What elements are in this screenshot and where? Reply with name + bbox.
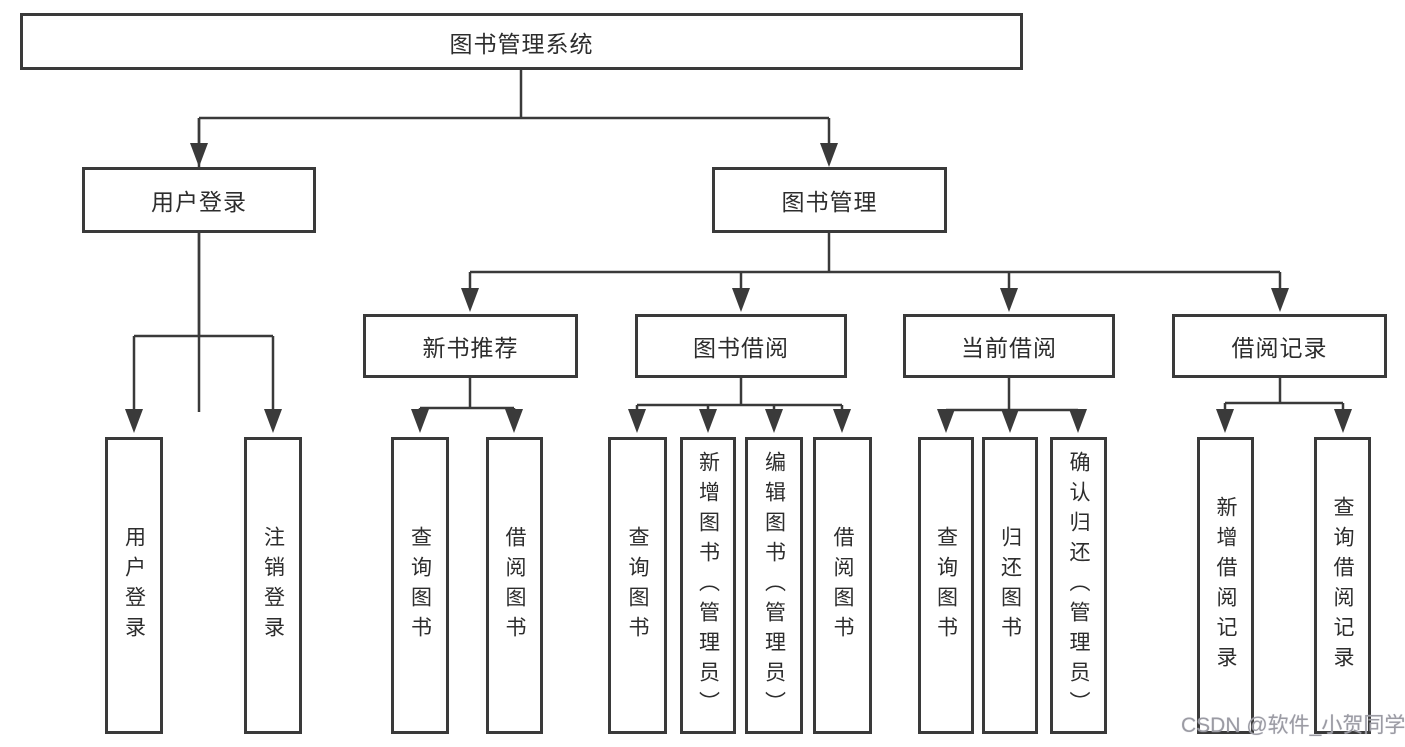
node-root-label: 图书管理系统 (449, 30, 594, 57)
leaf-cb-query-books-label: 查询图书 (934, 525, 958, 646)
node-book-management-label: 图书管理 (781, 189, 878, 215)
leaf-nbr-borrow-books: 借阅图书 (486, 437, 543, 734)
node-book-management: 图书管理 (712, 167, 947, 233)
node-new-book-recommend: 新书推荐 (363, 314, 578, 378)
edge-borrow-records-split (1223, 378, 1345, 412)
leaf-cb-return-books-label: 归还图书 (998, 525, 1022, 646)
leaf-cb-query-books: 查询图书 (918, 437, 974, 734)
node-borrow-records: 借阅记录 (1172, 314, 1387, 378)
node-root: 图书管理系统 (20, 13, 1023, 70)
edge-new-book-split (418, 378, 516, 412)
leaf-cb-confirm-return-admin: 确认归还（管理员） (1050, 437, 1107, 734)
leaf-nbr-query-books-label: 查询图书 (408, 525, 432, 646)
leaf-bb-edit-books-admin: 编辑图书（管理员） (745, 437, 803, 734)
leaf-bb-add-books-admin: 新增图书（管理员） (680, 437, 736, 734)
leaf-cb-return-books: 归还图书 (982, 437, 1038, 734)
csdn-watermark: CSDN @软件_小贺同学 (1181, 714, 1405, 737)
leaf-bb-add-books-admin-label: 新增图书（管理员） (696, 450, 720, 721)
leaf-br-query-record: 查询借阅记录 (1314, 437, 1371, 734)
leaf-bb-borrow-books: 借阅图书 (813, 437, 872, 734)
edge-user-login-split (132, 233, 275, 411)
edge-book-borrow-split (635, 378, 844, 412)
leaf-br-add-record-label: 新增借阅记录 (1214, 495, 1237, 676)
edge-book-mgmt-split (468, 233, 1282, 290)
leaf-nbr-query-books: 查询图书 (391, 437, 449, 734)
node-book-borrow-label: 图书借阅 (693, 335, 789, 361)
leaf-cb-confirm-return-admin-label: 确认归还（管理员） (1067, 450, 1090, 721)
leaf-nbr-borrow-books-label: 借阅图书 (503, 525, 526, 646)
leaf-user-login-action: 用户登录 (105, 437, 163, 734)
edge-current-borrow-split (944, 378, 1080, 412)
leaf-bb-borrow-books-label: 借阅图书 (831, 525, 854, 646)
leaf-br-add-record: 新增借阅记录 (1197, 437, 1254, 734)
node-current-borrow-label: 当前借阅 (961, 335, 1057, 361)
node-user-login-label: 用户登录 (151, 189, 247, 215)
node-borrow-records-label: 借阅记录 (1231, 335, 1328, 361)
leaf-user-login-action-label: 用户登录 (122, 525, 146, 646)
leaf-bb-query-books: 查询图书 (608, 437, 667, 734)
node-new-book-recommend-label: 新书推荐 (422, 335, 519, 361)
node-current-borrow: 当前借阅 (903, 314, 1115, 378)
leaf-bb-edit-books-admin-label: 编辑图书（管理员） (762, 450, 786, 721)
leaf-logout-action: 注销登录 (244, 437, 302, 734)
leaf-br-query-record-label: 查询借阅记录 (1331, 495, 1354, 676)
node-user-login: 用户登录 (82, 167, 316, 233)
leaf-logout-action-label: 注销登录 (261, 525, 285, 646)
node-book-borrow: 图书借阅 (635, 314, 847, 378)
leaf-bb-query-books-label: 查询图书 (626, 525, 649, 646)
